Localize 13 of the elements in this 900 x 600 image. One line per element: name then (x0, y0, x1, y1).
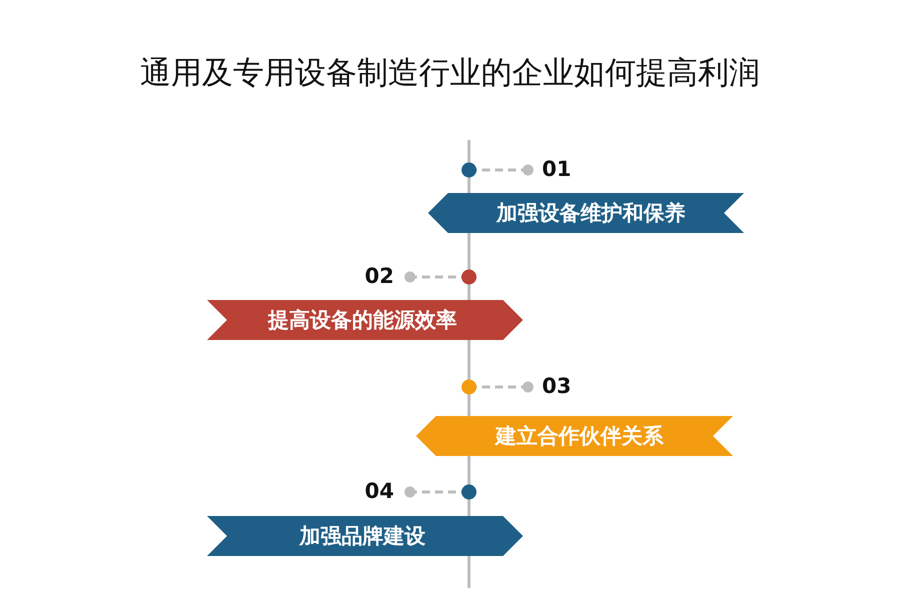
step-number: 04 (364, 479, 394, 503)
ribbon-banner (416, 416, 733, 456)
ribbon-banner (207, 516, 523, 556)
ribbon-banner (428, 193, 744, 233)
banner-text: 提高设备的能源效率 (268, 306, 457, 334)
banner-text: 加强设备维护和保养 (496, 199, 686, 227)
step-number: 02 (364, 264, 394, 288)
ribbon-banner (207, 300, 523, 340)
step-number: 01 (542, 157, 572, 181)
title: 通用及专用设备制造行业的企业如何提高利润 (139, 54, 761, 93)
banner-text: 建立合作伙伴关系 (496, 422, 664, 450)
step-number: 03 (542, 374, 572, 398)
banner-text: 加强品牌建设 (300, 522, 426, 550)
